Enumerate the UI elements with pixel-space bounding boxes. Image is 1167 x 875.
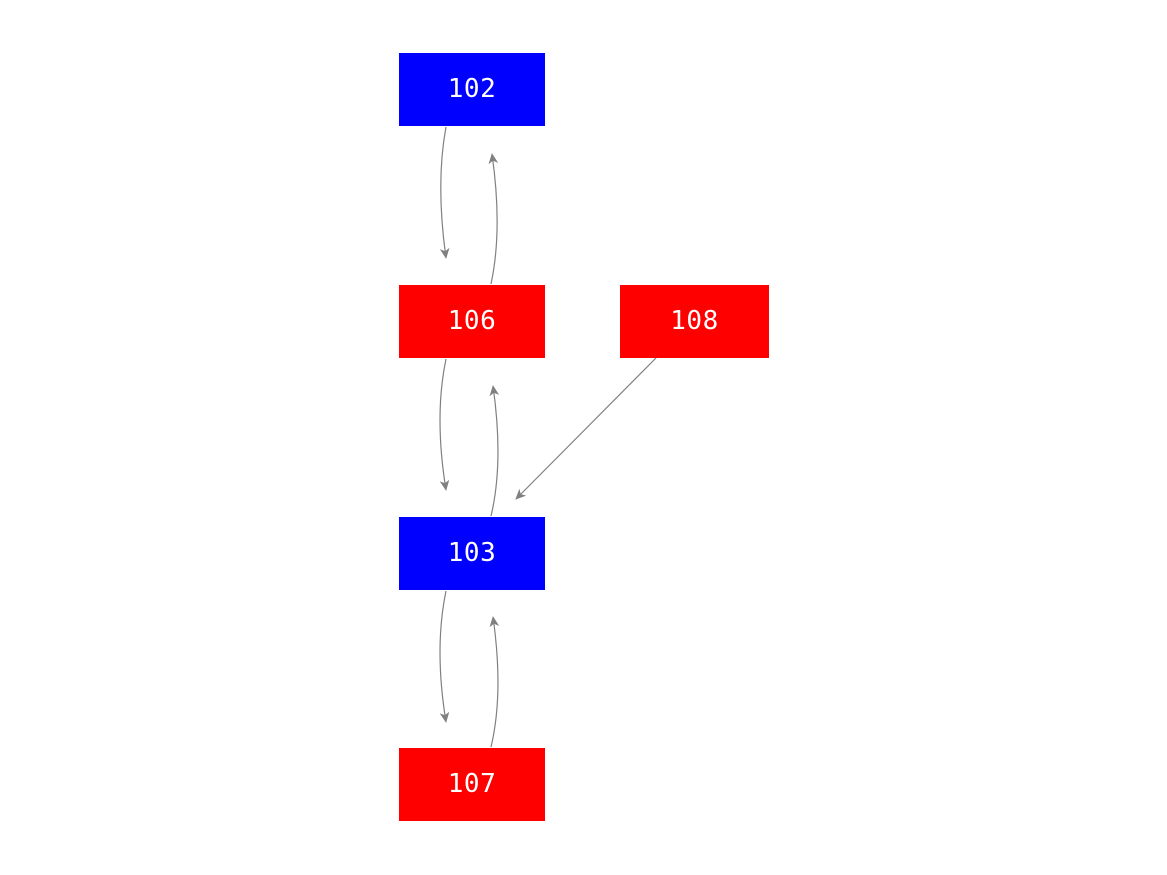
node-102[interactable]: 102 [399,53,545,126]
node-107[interactable]: 107 [399,748,545,821]
edge-106-to-102 [488,153,499,285]
edge-108-to-103 [515,357,657,500]
edge-103-to-106 [489,385,500,517]
node-108[interactable]: 108 [620,285,769,358]
node-107-label: 107 [447,768,497,799]
edge-107-to-103 [489,616,500,748]
edge-103-to-107 [439,590,450,723]
node-102-label: 102 [447,73,497,104]
edge-106-to-103 [439,358,450,491]
edge-102-to-106 [439,126,450,259]
node-103-label: 103 [447,537,497,568]
node-106[interactable]: 106 [399,285,545,358]
node-108-label: 108 [670,305,719,336]
node-103[interactable]: 103 [399,517,545,590]
node-106-label: 106 [447,305,497,336]
